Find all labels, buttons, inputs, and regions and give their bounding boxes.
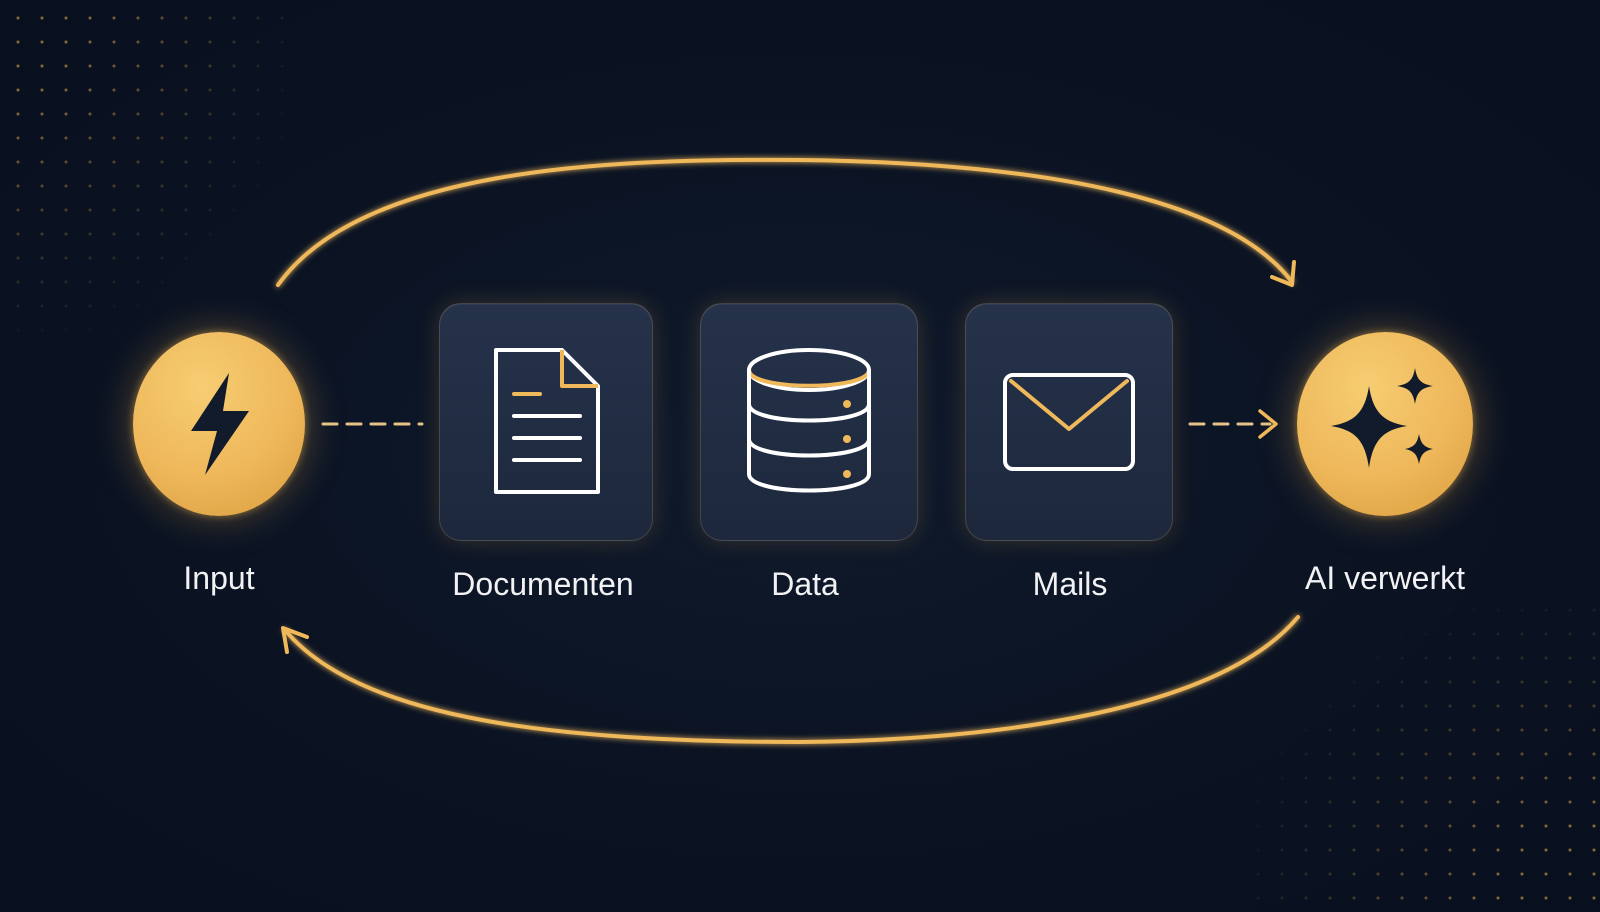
document-icon (494, 348, 600, 494)
decorative-dot-grid-bottom-right (1240, 592, 1600, 912)
sparkles-icon (1331, 368, 1433, 468)
input-label: Input (183, 560, 255, 596)
mails-card (965, 303, 1173, 541)
bottom-arc-arrowhead (281, 626, 309, 654)
ai-node (1297, 332, 1473, 516)
input-node (133, 332, 305, 516)
top-arc-arrow (276, 157, 1294, 287)
top-arc-arrowhead (1270, 260, 1296, 287)
lightning-bolt-icon (191, 373, 249, 475)
data-label: Data (771, 566, 839, 602)
database-icon (747, 348, 871, 493)
mails-label: Mails (1032, 566, 1108, 602)
envelope-icon (1003, 373, 1135, 471)
documenten-label: Documenten (452, 566, 634, 602)
bottom-arc-arrow (283, 615, 1300, 745)
ai-label: AI verwerkt (1304, 560, 1466, 596)
dashed-connector-right-arrowhead (1258, 409, 1278, 439)
decorative-dot-grid-top-left (0, 0, 300, 340)
documenten-card (439, 303, 653, 541)
data-card (700, 303, 918, 541)
